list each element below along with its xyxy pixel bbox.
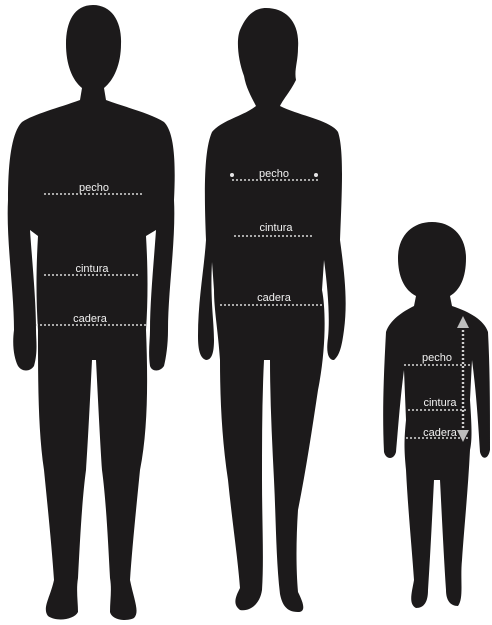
child-figure: pecho cintura cadera (383, 222, 490, 608)
woman-chest-label: pecho (259, 168, 289, 180)
woman-silhouette (198, 8, 346, 612)
woman-figure: pecho cintura cadera (198, 8, 346, 612)
man-waist-label: cintura (75, 263, 109, 275)
child-waist-label: cintura (423, 397, 457, 409)
woman-chest-right-marker (314, 173, 318, 177)
child-hip-label: cadera (423, 427, 458, 439)
man-hip-label: cadera (73, 313, 108, 325)
woman-chest-left-marker (230, 173, 234, 177)
woman-hip-label: cadera (257, 292, 292, 304)
child-chest-label: pecho (422, 352, 452, 364)
man-figure: pecho cintura cadera (8, 5, 175, 620)
man-chest-label: pecho (79, 182, 109, 194)
woman-waist-label: cintura (259, 222, 293, 234)
child-silhouette (383, 222, 490, 608)
